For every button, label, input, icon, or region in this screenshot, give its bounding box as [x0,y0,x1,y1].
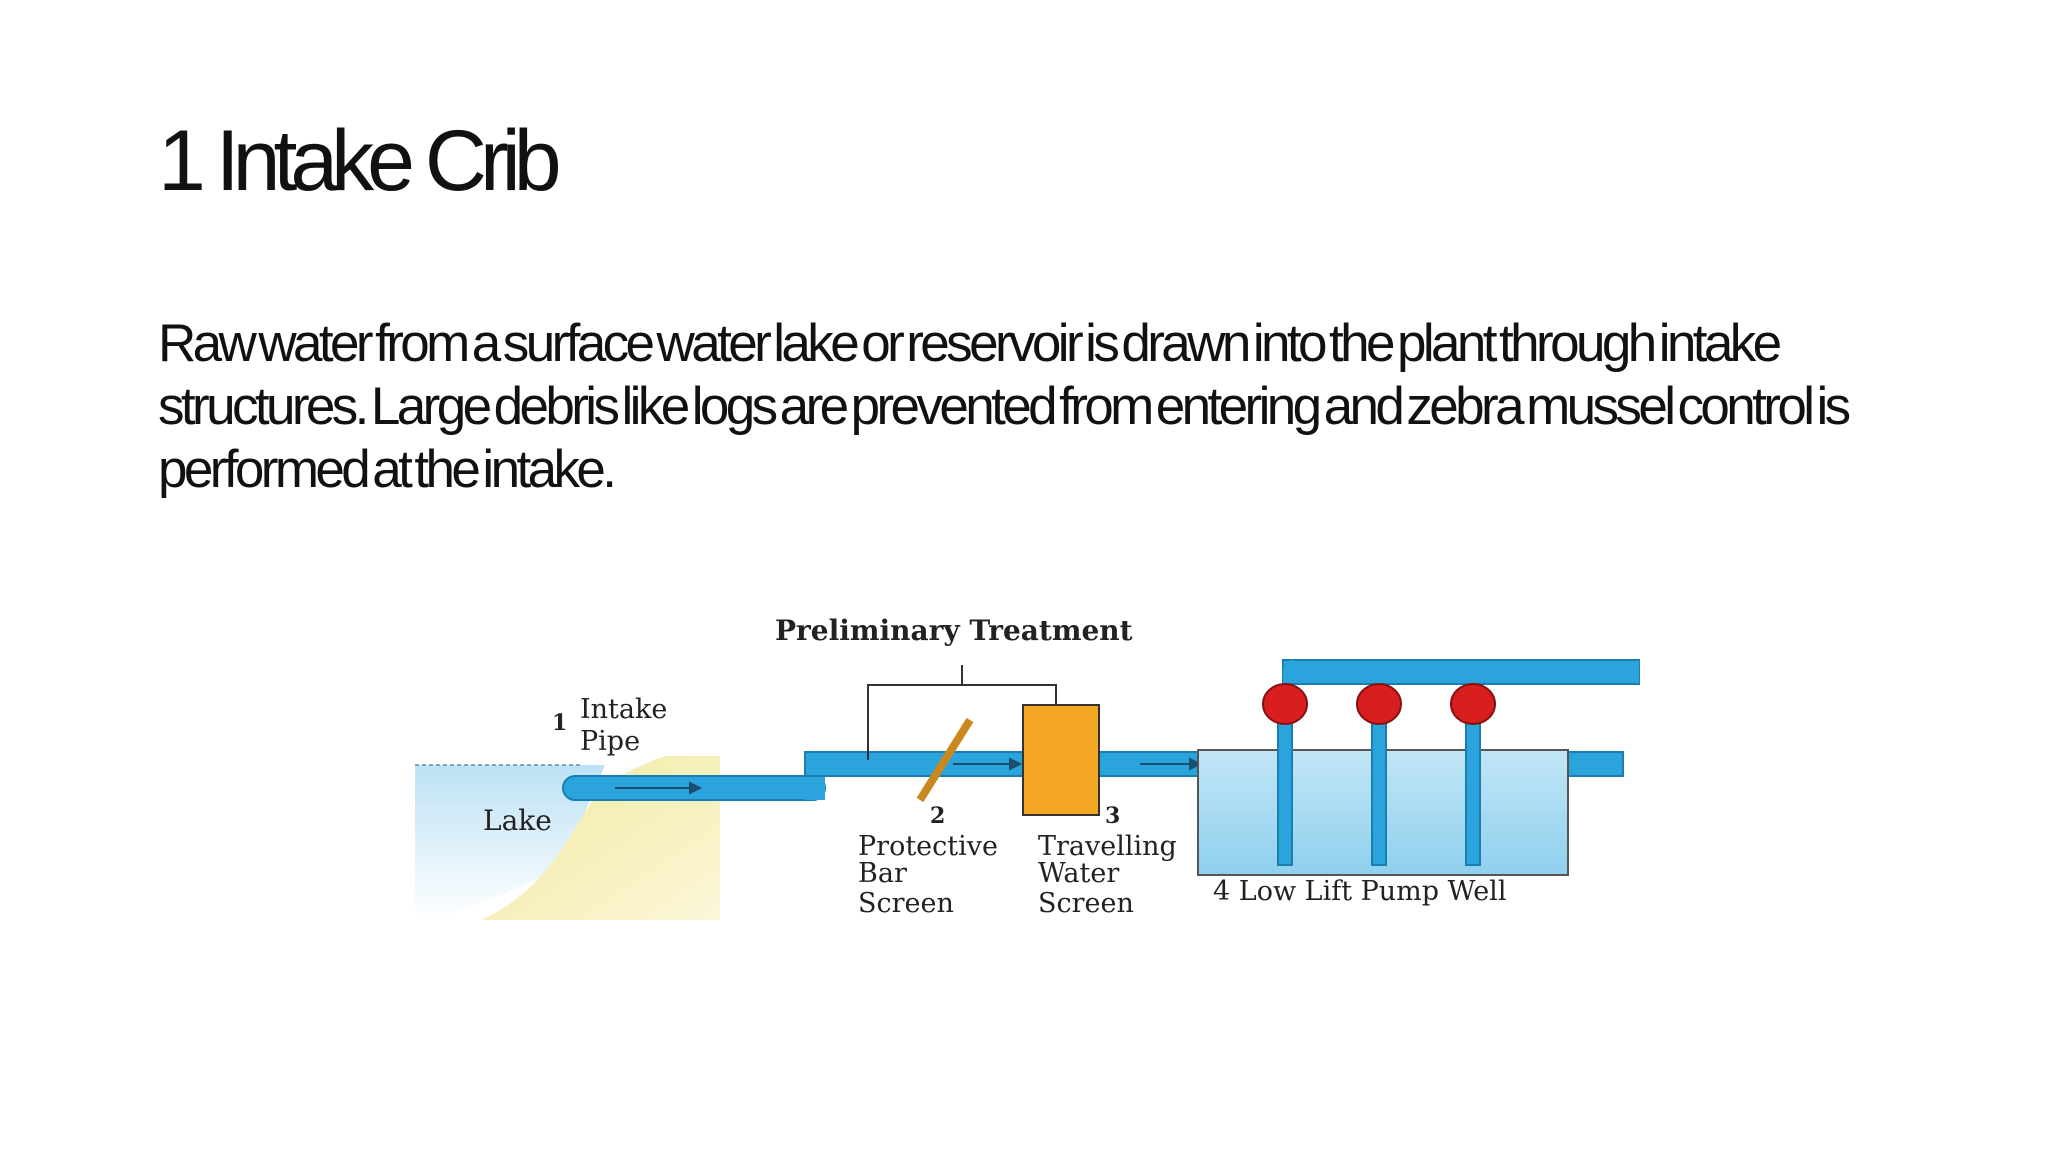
intake-label-line1: Intake [580,694,667,725]
travelling-screen-label-line2: Water [1038,858,1119,889]
pump-motors [1262,683,1496,725]
bar-screen-number: 2 [930,803,945,829]
intake-label-line2: Pipe [580,726,640,757]
travelling-screen-label-line1: Travelling [1038,831,1177,862]
lake-label: Lake [483,804,552,837]
discharge-header [1282,659,1640,685]
preliminary-treatment-label: Preliminary Treatment [775,614,1133,647]
water-intake-diagram: Preliminary Treatment 1 Intake Pipe Lake… [400,590,1640,950]
bar-screen-label-line1: Protective [858,831,998,862]
travelling-screen-number: 3 [1105,803,1120,829]
travelling-water-screen [1022,704,1100,816]
bar-screen-label-line2: Bar [858,858,907,889]
protective-bar-screen [916,717,974,803]
diagram-canvas: Preliminary Treatment 1 Intake Pipe Lake… [415,614,1640,920]
travelling-screen-label-line3: Screen [1038,888,1134,919]
pump-columns [1277,709,1481,866]
bar-screen-label-line3: Screen [858,888,954,919]
slide-body-text: Raw water from a surface water lake or r… [158,314,1851,499]
intake-number: 1 [552,710,567,736]
lake-water [415,765,605,920]
pump-well-label: 4 Low Lift Pump Well [1213,876,1506,907]
slide-title: 1 Intake Crib [158,113,562,209]
